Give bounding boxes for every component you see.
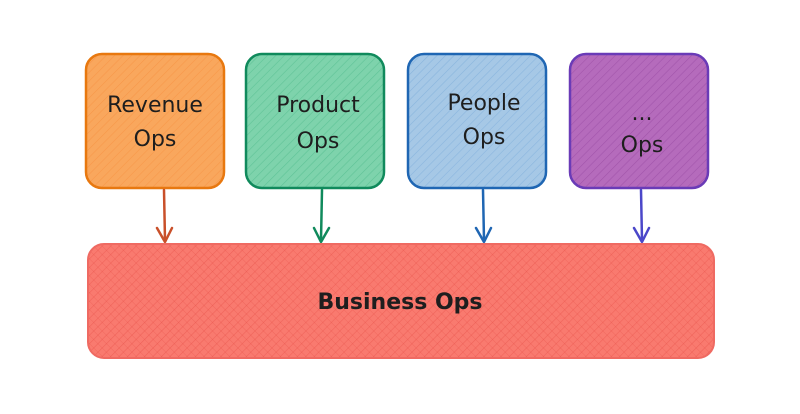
box-label-line2: Ops xyxy=(134,127,177,152)
box-other-ops: ... Ops xyxy=(568,52,710,190)
box-label-line1: People xyxy=(447,91,520,116)
box-label-line2: Ops xyxy=(621,133,664,158)
box-product-ops: Product Ops xyxy=(244,52,386,190)
box-label-line1: Product xyxy=(276,93,360,118)
box-business-ops: Business Ops xyxy=(87,243,715,359)
arrow-product-to-business xyxy=(312,188,331,244)
box-label-line2: Ops xyxy=(297,129,340,154)
arrow-people-to-business xyxy=(474,188,493,244)
box-people-ops: People Ops xyxy=(406,52,548,190)
box-label-line1: Revenue xyxy=(107,93,203,118)
business-ops-label: Business Ops xyxy=(317,290,482,315)
arrow-other-to-business xyxy=(632,188,651,244)
box-label-line1: ... xyxy=(632,101,653,126)
arrow-revenue-to-business xyxy=(155,188,174,244)
box-label-line2: Ops xyxy=(463,125,506,150)
box-revenue-ops: Revenue Ops xyxy=(84,52,226,190)
